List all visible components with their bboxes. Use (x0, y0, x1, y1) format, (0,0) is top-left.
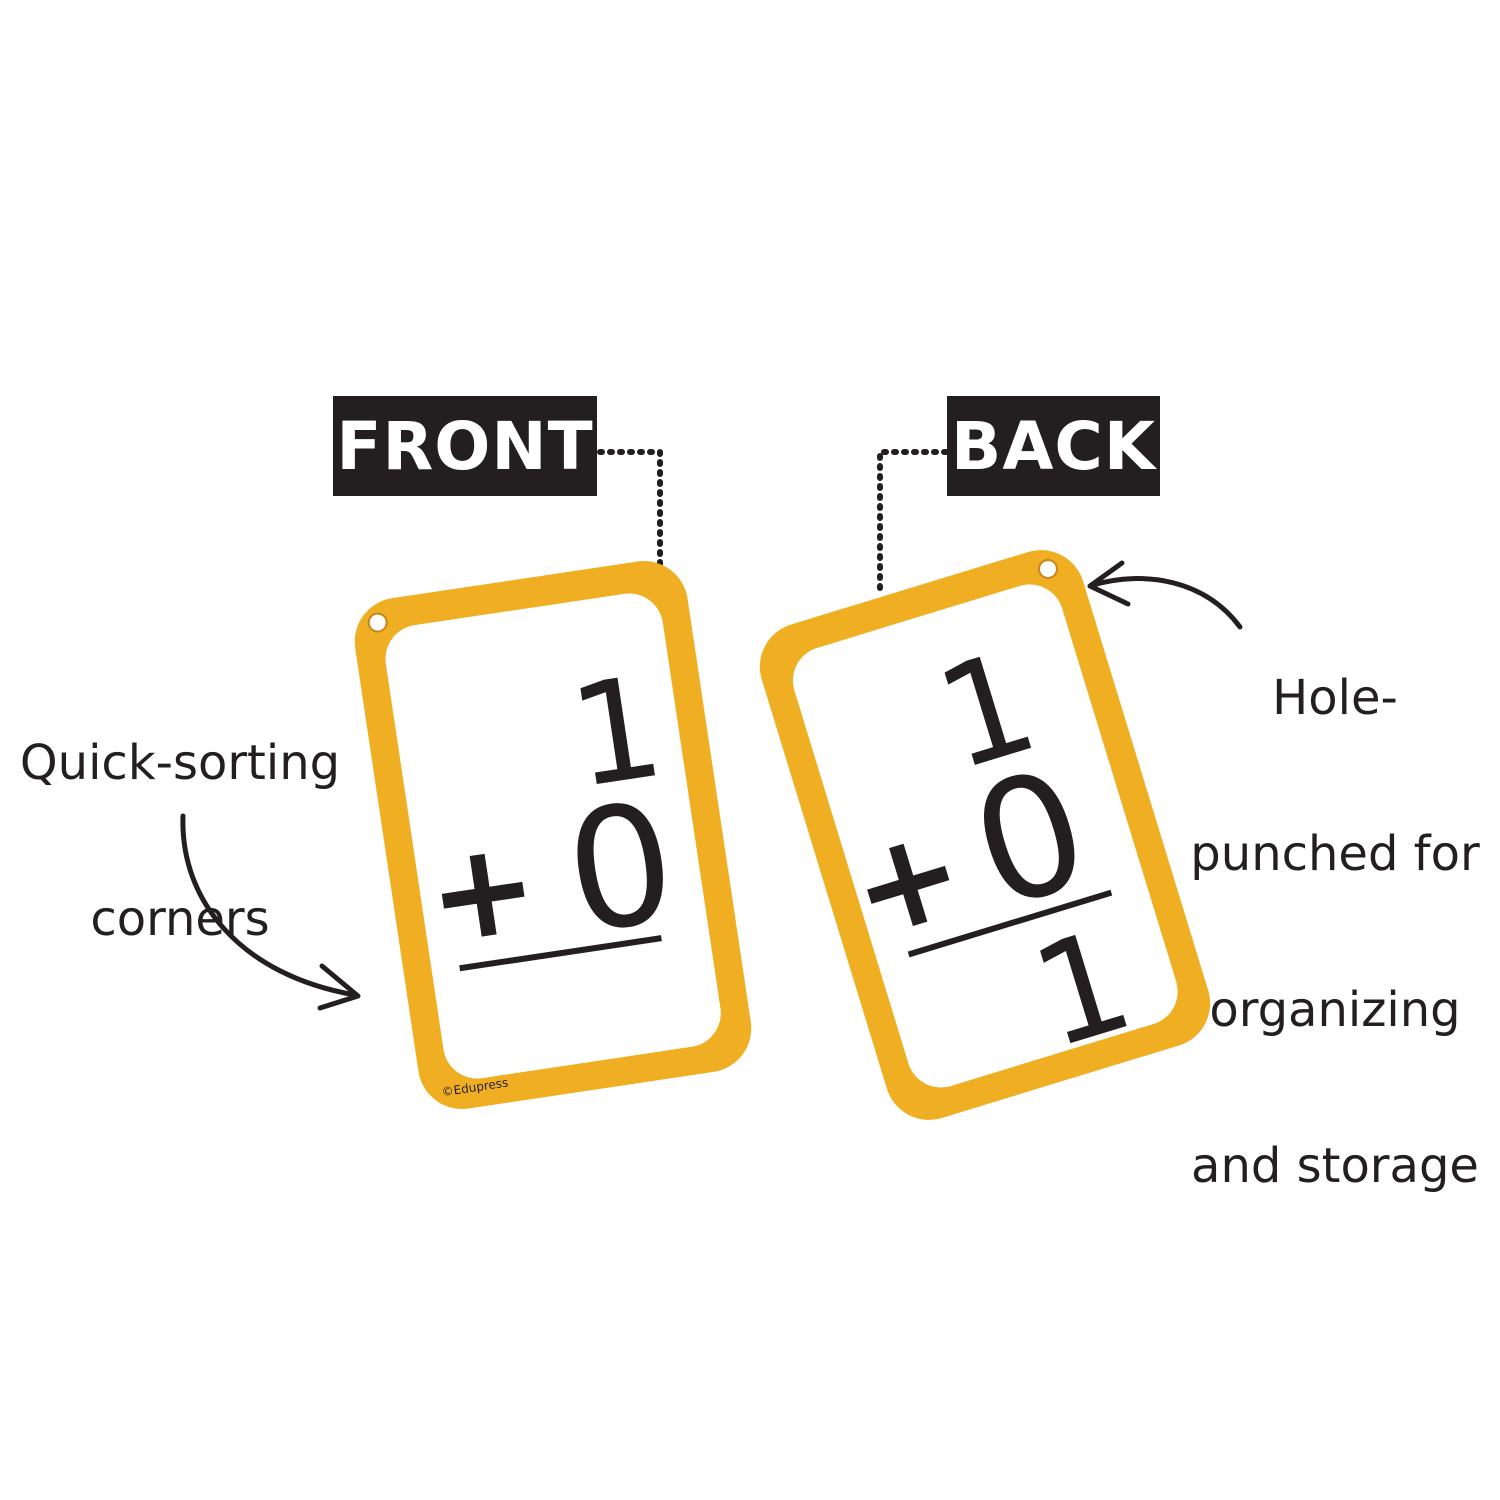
callout-line: and storage (1191, 1138, 1479, 1194)
front-card: 1 + 0 ©Edupress (354, 561, 752, 1109)
hole-punched-callout: Hole- punched for organizing and storage (1170, 581, 1500, 1283)
callout-line: organizing (1209, 982, 1461, 1038)
back-hole-icon (1037, 558, 1058, 579)
right-arrowhead-icon (1087, 560, 1131, 607)
back-leader-line (877, 449, 949, 595)
callout-line: Quick-sorting (19, 735, 341, 791)
right-callout-arrow (1090, 576, 1243, 630)
front-label: FRONT (333, 396, 597, 496)
callout-line: punched for (1190, 826, 1480, 882)
callout-line: corners (90, 891, 270, 947)
left-callout-arrow (180, 813, 358, 998)
front-hole-icon (367, 612, 388, 633)
callout-line: Hole- (1272, 670, 1398, 726)
quick-sorting-callout: Quick-sorting corners (0, 646, 360, 1036)
back-label: BACK (947, 396, 1160, 496)
left-arrowhead-icon (317, 963, 361, 1011)
front-leader-line (597, 449, 663, 601)
back-sum-line (907, 889, 1113, 958)
front-sum-line (459, 935, 662, 972)
front-operator: + (417, 808, 547, 974)
back-card: 1 + 0 1 (759, 550, 1211, 1120)
